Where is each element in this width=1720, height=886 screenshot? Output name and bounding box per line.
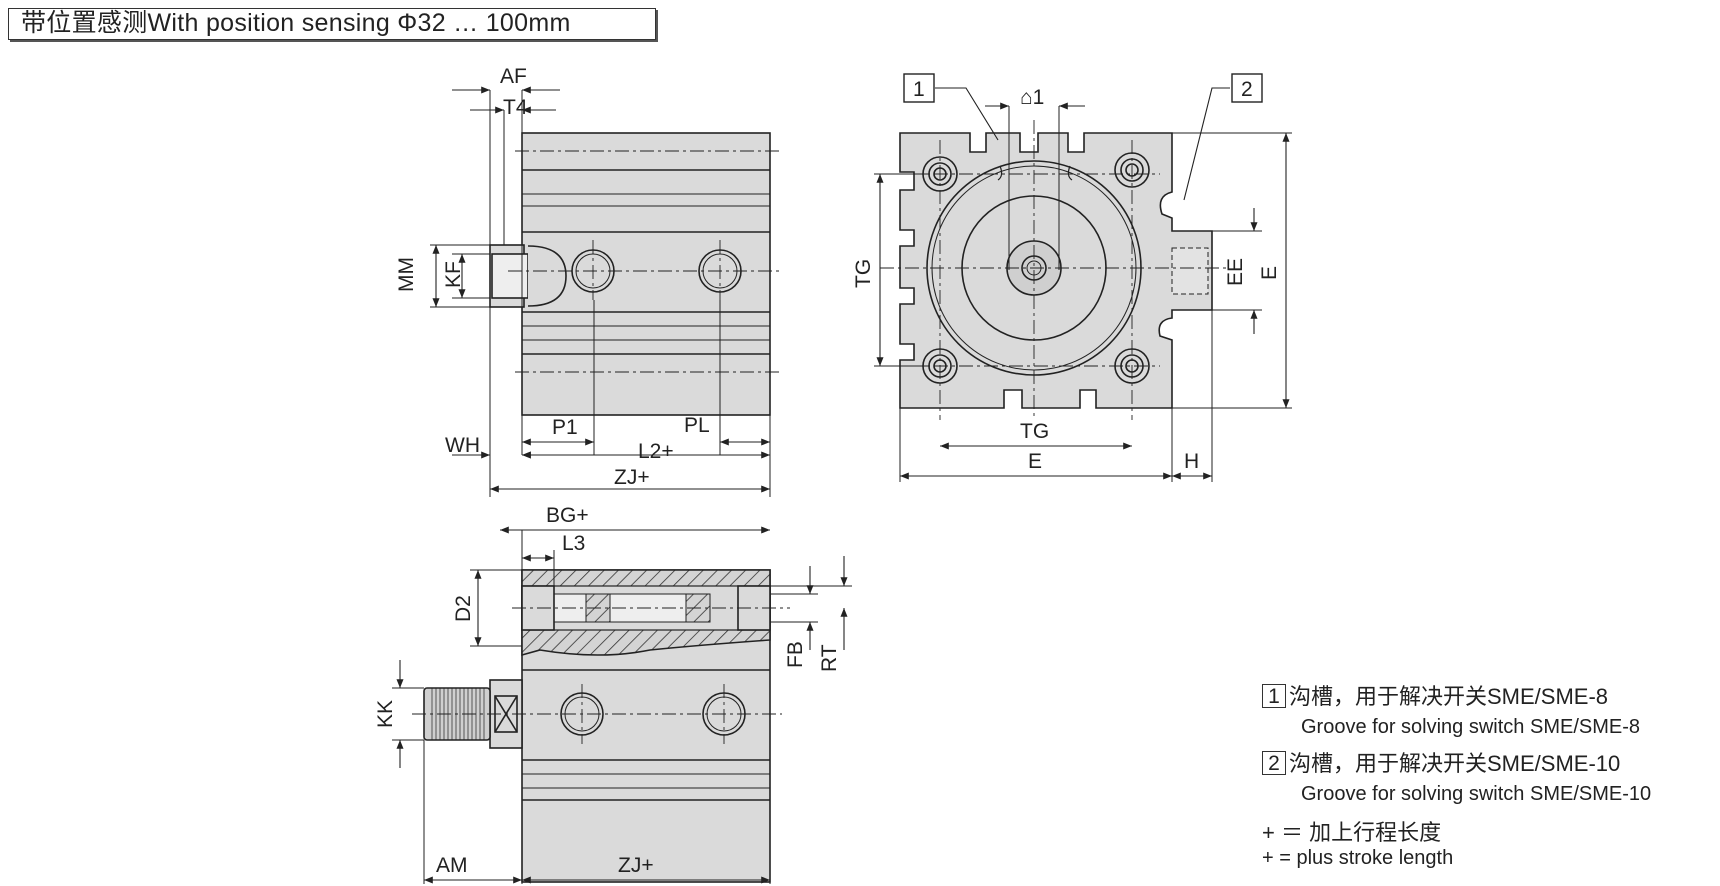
dim-am: AM [436,854,468,877]
dim-h: H [1184,450,1199,473]
dim-l2: L2+ [638,440,674,463]
dim-af: AF [500,65,527,88]
dim-kf: KF [442,261,465,288]
ref-box-2 [1231,73,1263,103]
front-view-labels: 1 2 ⌂1 TG TG E H EE E [852,78,1281,473]
dim-pl: PL [684,414,710,437]
drawing-title: 带位置感测With position sensing Φ32 … 100mm [8,8,656,40]
legend-num-1: 1 [1262,684,1286,708]
legend-item-2-cn: 沟槽，用于解决开关SME/SME-10 [1289,751,1621,776]
dim-tg-horizontal: TG [1020,420,1049,443]
dim-ee: EE [1224,258,1247,286]
ref-box-1 [903,73,935,103]
dim-d2: D2 [452,595,475,622]
dim-c1: ⌂1 [1020,86,1044,109]
legend-item-1-cn: 沟槽，用于解决开关SME/SME-8 [1289,684,1609,709]
side-view [430,86,780,497]
dim-zj-top: ZJ+ [614,466,650,489]
dim-l3: L3 [562,532,585,555]
legend: 1 沟槽，用于解决开关SME/SME-8 Groove for solving … [1262,684,1651,870]
dim-rt: RT [818,644,841,672]
dim-wh: WH [445,434,480,457]
dim-fb: FB [784,641,807,668]
dim-tg-vertical: TG [852,259,875,288]
legend-item-1: 1 沟槽，用于解决开关SME/SME-8 Groove for solving … [1262,684,1651,739]
dim-e-horizontal: E [1028,450,1042,473]
dim-mm: MM [395,257,418,292]
front-view [874,73,1292,482]
legend-item-2: 2 沟槽，用于解决开关SME/SME-10 Groove for solving… [1262,751,1651,806]
ref-2: 2 [1241,78,1253,101]
legend-plus-en: + = plus stroke length [1262,847,1454,869]
dim-kk: KK [374,700,397,728]
legend-num-2: 2 [1262,751,1286,775]
dim-bg: BG+ [546,504,589,527]
dim-t4: T4 [503,96,528,119]
section-view-labels: BG+ L3 D2 FB RT KK AM ZJ+ [374,504,841,877]
legend-item-2-en: Groove for solving switch SME/SME-10 [1301,783,1652,805]
dim-zj-bottom: ZJ+ [618,854,654,877]
side-view-labels: AF T4 MM KF WH P1 PL L2+ ZJ+ [395,65,710,489]
legend-item-1-en: Groove for solving switch SME/SME-8 [1301,716,1640,738]
legend-plus-cn: + ＝ 加上行程长度 [1262,820,1442,845]
dim-e-vertical: E [1258,266,1281,280]
section-view [392,526,852,884]
ref-1: 1 [913,78,925,101]
air-port-ee [1171,247,1209,295]
dim-p1: P1 [552,416,578,439]
